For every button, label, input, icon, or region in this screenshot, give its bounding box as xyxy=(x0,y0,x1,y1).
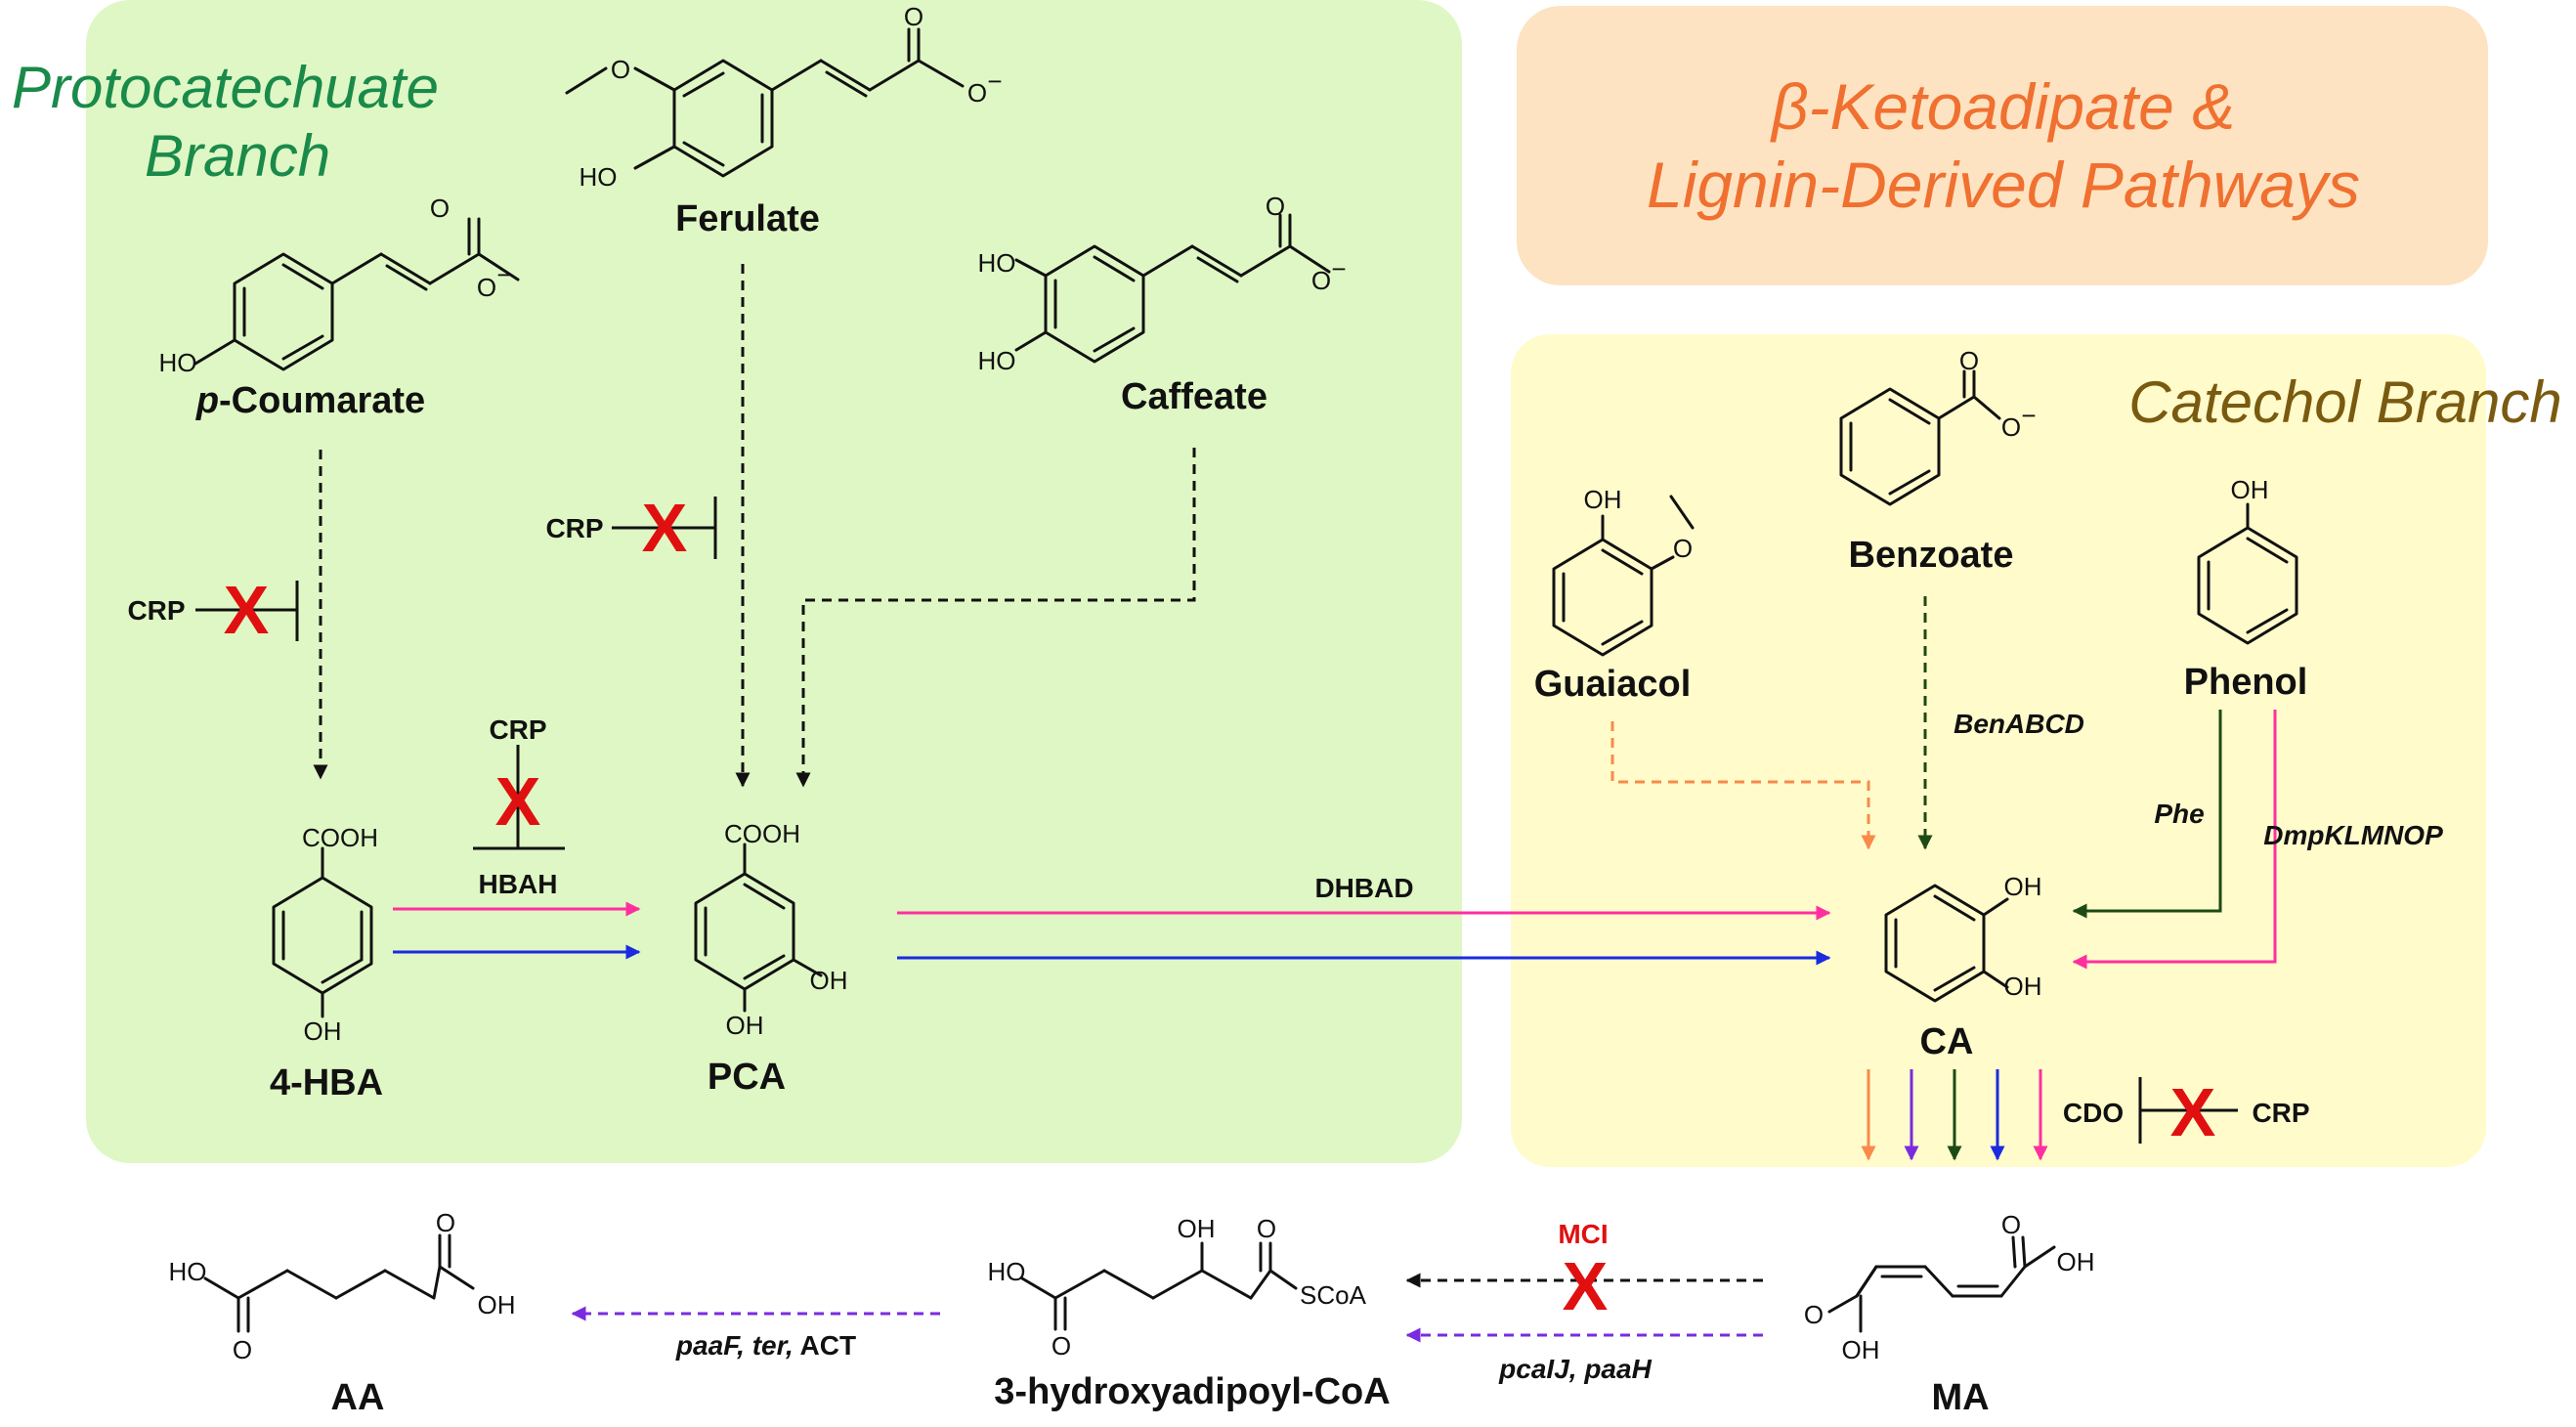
x-mark-cdo: X xyxy=(2170,1074,2216,1150)
4-hba-oh-label: OH xyxy=(304,1016,342,1046)
phenol-name: Phenol xyxy=(2184,662,2308,703)
ma-o-left: O xyxy=(1804,1300,1824,1329)
benzoate-structure xyxy=(1839,369,2001,506)
catechol-title: Catechol Branch xyxy=(2128,369,2562,435)
ketoadipate-title-line1: β-Ketoadipate & xyxy=(1770,70,2235,143)
arrow-phenol-to-ca-dmp xyxy=(2072,710,2277,970)
caffeate-structure xyxy=(1014,213,1331,364)
ferulate-ho-label: HO xyxy=(580,162,618,192)
hydroxyadipoyl-scoa-label: SCoA xyxy=(1300,1280,1367,1310)
guaiacol-structure xyxy=(1552,495,1695,657)
ma-name: MA xyxy=(1931,1377,1989,1418)
4-hba-name: 4-HBA xyxy=(270,1062,383,1103)
benabcd-label: BenABCD xyxy=(1953,709,2084,739)
catechol-branch-box xyxy=(1511,334,2486,1167)
ferulate-carbonyl-o: O xyxy=(904,2,923,31)
p-coumarate-ho-label: HO xyxy=(159,348,197,377)
ferulate-structure xyxy=(565,27,965,178)
ketoadipate-title-box xyxy=(1517,6,2488,285)
aa-name: AA xyxy=(331,1377,385,1418)
aa-structure xyxy=(203,1233,475,1333)
ferulate-name: Ferulate xyxy=(675,198,820,239)
4-hba-structure xyxy=(272,846,373,1018)
caffeate-charge: − xyxy=(1331,254,1346,283)
hydroxyadipoyl-oh-label: OH xyxy=(1178,1214,1216,1243)
x-mark-ferulate: X xyxy=(642,490,688,566)
dmpklmnop-label: DmpKLMNOP xyxy=(2263,820,2443,850)
p-coumarate-o-minus: O xyxy=(477,273,496,302)
hydroxyadipoyl-ho-label: HO xyxy=(988,1257,1026,1286)
caffeate-name: Caffeate xyxy=(1121,376,1267,417)
ca-name: CA xyxy=(1920,1021,1974,1062)
p-coumarate-name: p-Coumarate xyxy=(195,380,425,421)
hydroxyadipoyl-o-top: O xyxy=(1257,1214,1276,1243)
guaiacol-oh-label: OH xyxy=(1584,485,1622,514)
hydroxyadipoyl-o-bottom: O xyxy=(1052,1331,1071,1361)
aa-o-top: O xyxy=(436,1208,455,1237)
pca-oh-right: OH xyxy=(810,966,848,995)
ma-structure xyxy=(1827,1235,2056,1333)
caffeate-carbonyl-o: O xyxy=(1266,192,1285,221)
x-mark-coumarate: X xyxy=(224,572,270,648)
ca-oh-bottom: OH xyxy=(2004,972,2042,1001)
ferulate-charge: − xyxy=(987,66,1002,96)
aa-o-bottom: O xyxy=(233,1335,252,1364)
p-coumarate-structure xyxy=(193,217,520,371)
caffeate-ho-bottom: HO xyxy=(978,346,1016,375)
dhbad-label: DHBAD xyxy=(1314,873,1413,903)
hydroxyadipoyl-name: 3-hydroxyadipoyl-CoA xyxy=(994,1371,1390,1412)
arrow-guaiacol-to-ca xyxy=(1610,721,1876,850)
4-hba-cooh-label: COOH xyxy=(302,823,378,852)
phenol-oh-label: OH xyxy=(2231,475,2269,504)
x-mark-mci: X xyxy=(1563,1248,1609,1324)
ca-structure xyxy=(1884,884,2009,1003)
paaf-ter-act-label: paaF, ter, ACT xyxy=(675,1330,856,1361)
caffeate-o-minus: O xyxy=(1311,266,1331,295)
protocatechuate-branch-box xyxy=(86,0,1462,1163)
arrow-caffeate-to-pca xyxy=(795,448,1196,788)
aa-oh-label: OH xyxy=(478,1290,516,1319)
crp-label-hbah: CRP xyxy=(489,714,546,745)
benzoate-o-minus: O xyxy=(2001,412,2021,442)
x-mark-hbah: X xyxy=(495,763,541,840)
pcaij-paah-label: pcaIJ, paaH xyxy=(1498,1354,1652,1384)
guaiacol-o-label: O xyxy=(1673,534,1693,563)
pca-cooh-label: COOH xyxy=(724,819,800,848)
ferulate-o-label: O xyxy=(611,55,630,84)
hydroxyadipoyl-structure xyxy=(1020,1241,1298,1331)
pca-name: PCA xyxy=(708,1057,786,1098)
pca-oh-bottom: OH xyxy=(726,1011,764,1040)
caffeate-ho-top: HO xyxy=(978,248,1016,278)
guaiacol-name: Guaiacol xyxy=(1534,664,1692,705)
aa-ho-label: HO xyxy=(169,1257,207,1286)
ca-oh-top: OH xyxy=(2004,872,2042,901)
phe-label: Phe xyxy=(2154,799,2204,829)
benzoate-charge: − xyxy=(2021,401,2036,430)
crp-label-coumarate: CRP xyxy=(127,595,185,626)
crp-label-ferulate: CRP xyxy=(545,513,603,543)
benzoate-name: Benzoate xyxy=(1849,535,2014,576)
p-coumarate-charge: − xyxy=(496,260,511,289)
crp-label-cdo: CRP xyxy=(2252,1098,2309,1128)
ma-oh-bottom: OH xyxy=(1842,1335,1880,1364)
p-coumarate-carbonyl-o: O xyxy=(430,194,450,223)
ma-oh-right: OH xyxy=(2057,1247,2095,1276)
protocatechuate-title-line1: Protocatechuate xyxy=(12,55,439,120)
benzoate-carbonyl-o: O xyxy=(1959,346,1979,375)
ketoadipate-title-line2: Lignin-Derived Pathways xyxy=(1647,149,2360,221)
arrow-phenol-to-ca-phe xyxy=(2072,710,2222,919)
ferulate-o-minus: O xyxy=(967,78,987,108)
protocatechuate-title-line2: Branch xyxy=(145,123,330,189)
hbah-label: HBAH xyxy=(479,869,558,899)
pca-structure xyxy=(694,843,823,1013)
ma-o-top: O xyxy=(2001,1210,2021,1239)
mci-label: MCI xyxy=(1558,1219,1608,1249)
phenol-structure xyxy=(2197,502,2298,645)
cdo-label: CDO xyxy=(2063,1098,2124,1128)
